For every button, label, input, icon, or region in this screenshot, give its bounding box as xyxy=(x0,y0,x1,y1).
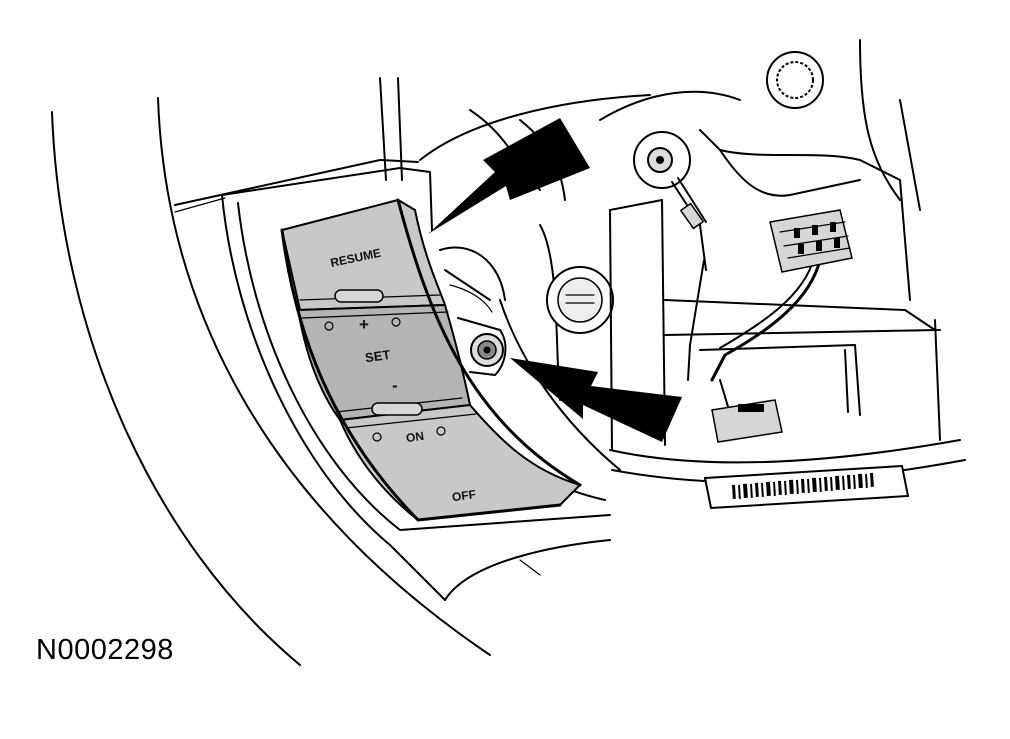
connector-icon xyxy=(711,209,853,443)
arrow-icon xyxy=(510,358,682,442)
screw-icon xyxy=(457,317,507,376)
figure-id: N0002298 xyxy=(36,634,174,666)
on-button-label: ON xyxy=(405,429,425,445)
plus-button-label: + xyxy=(359,315,369,334)
arrow-icon xyxy=(428,118,590,234)
minus-button-label: - xyxy=(392,376,398,395)
off-button-label: OFF xyxy=(451,487,477,504)
boss-plug xyxy=(546,266,614,334)
airbag-module xyxy=(599,39,966,484)
set-button-label: SET xyxy=(364,347,391,365)
barcode-icon xyxy=(703,464,910,510)
switch-bezel xyxy=(221,167,611,601)
steering-wheel-rim xyxy=(51,77,491,666)
speed-control-switch: RESUME + SET - ON OFF xyxy=(280,198,582,522)
